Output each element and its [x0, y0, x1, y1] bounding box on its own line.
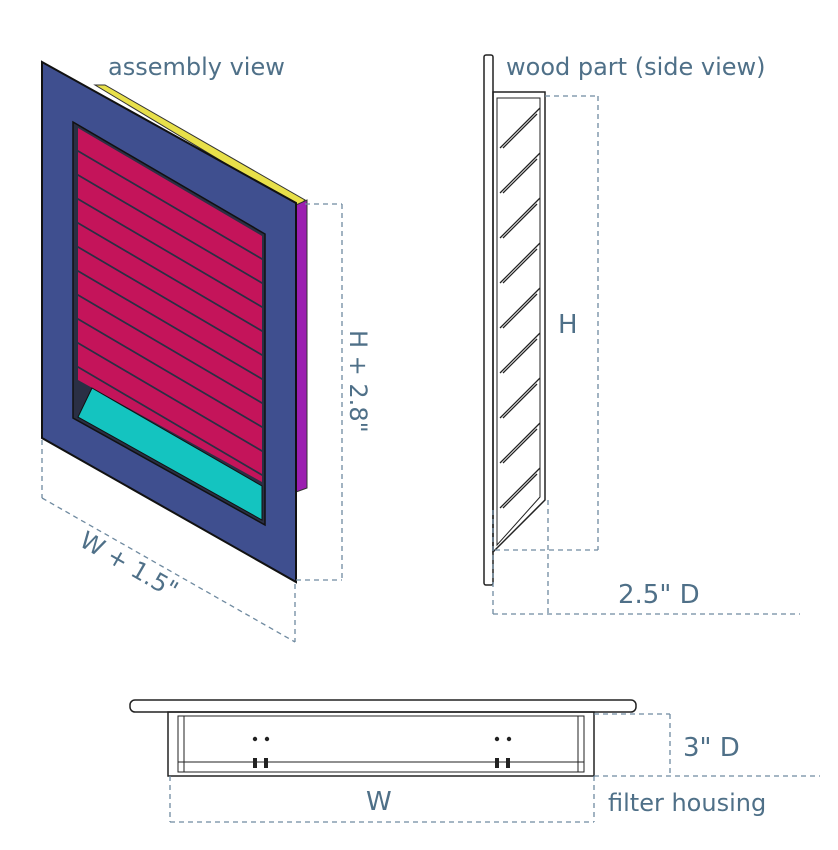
- assembly-view-label: assembly view: [108, 53, 285, 81]
- face-plate: [483, 54, 494, 586]
- h-label: H: [558, 310, 578, 340]
- assembly-view: H + 2.8" W + 1.5" assembly view: [41, 53, 372, 643]
- depth-filter-label: 3" D: [683, 733, 740, 763]
- slats: [499, 107, 541, 509]
- w-label: W: [366, 787, 392, 817]
- filter-housing-label: filter housing: [608, 789, 766, 817]
- filter-panel: [77, 387, 263, 521]
- wood-part-label: wood part (side view): [506, 53, 766, 81]
- housing-screws: [252, 736, 512, 768]
- wood-part-side-view: H 2.5" D wood part (side view): [483, 53, 800, 615]
- housing-top-plate: [129, 699, 637, 713]
- grille-body: [492, 91, 546, 554]
- w-plus-label: W + 1.5": [75, 526, 183, 604]
- filter-housing-view: 3" D W filter housing: [129, 699, 820, 823]
- louvers: [78, 128, 262, 482]
- right-edge-purple: [295, 199, 308, 493]
- h-plus-label: H + 2.8": [344, 330, 372, 433]
- depth-wood-label: 2.5" D: [618, 580, 700, 610]
